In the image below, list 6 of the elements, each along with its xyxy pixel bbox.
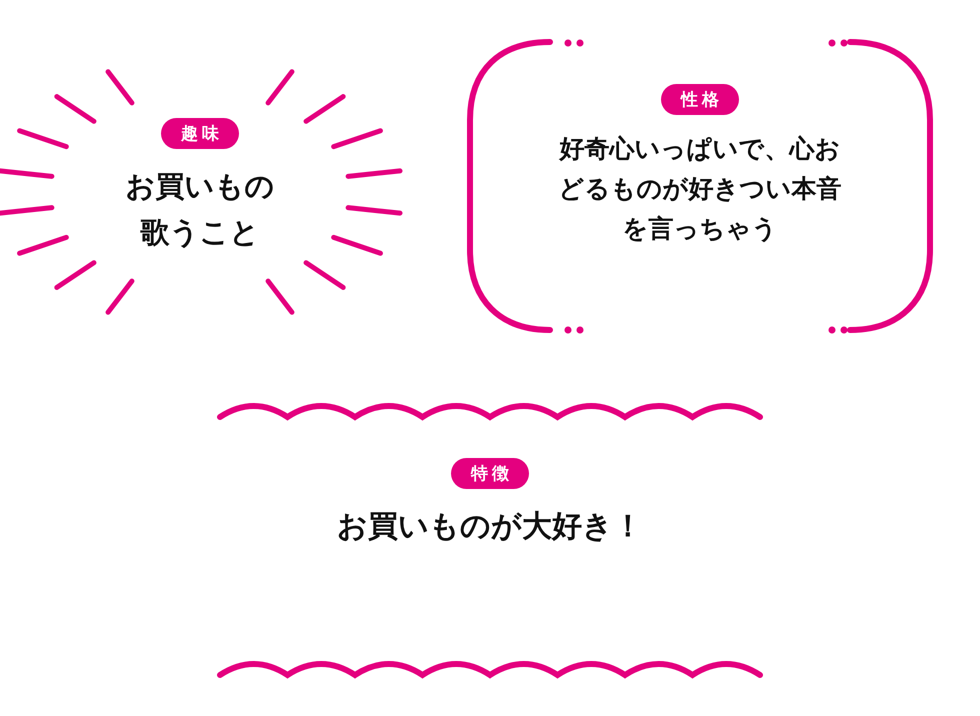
description-text: お買いものが大好き！ — [336, 508, 644, 546]
category-tag: 特徴 — [451, 458, 529, 489]
category-tag: 趣味 — [161, 118, 239, 149]
category-tag: 性格 — [661, 84, 739, 115]
description-text: お買いもの歌うこと — [124, 168, 276, 252]
description-text: 好奇心いっぱいで、心おどるものが好きつい本音を言っちゃう — [558, 133, 842, 245]
